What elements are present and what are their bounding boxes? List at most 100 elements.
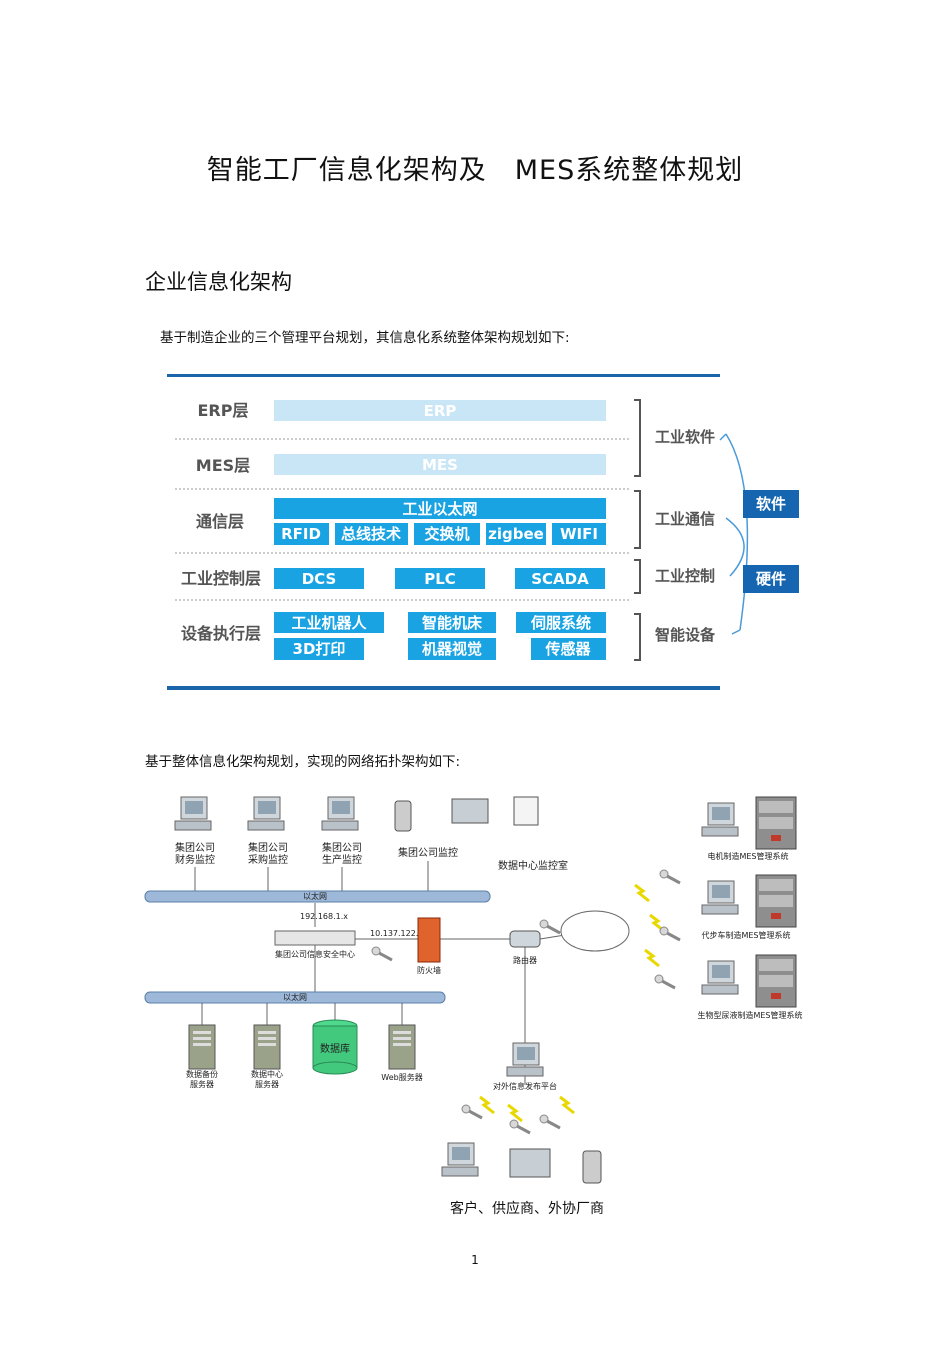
web-server-icon [388,1024,416,1070]
summary-hardware-box [743,565,799,593]
erp-band [274,400,606,421]
pc-finance-monitor [174,796,212,831]
group-label-software: 工业软件 [655,428,715,446]
layer-label-control: 工业控制层 [181,569,261,588]
remote-pc-1 [701,802,739,837]
ethernet-2-label: 以太网 [283,992,307,1002]
zigbee-label: zigbee [488,525,544,543]
pc-procurement-monitor [247,796,285,831]
ethernet-bus-2 [144,991,446,1004]
security-center-device [274,930,356,946]
server-label: Web服务器 [381,1072,422,1082]
remote-server-2 [755,874,797,928]
backup-server-icon [188,1024,216,1070]
sensor-label: 传感器 [544,640,591,658]
client-mobile-icon [582,1150,602,1184]
cnc-label: 智能机床 [422,614,483,632]
summary-connectors [719,433,749,635]
robot-label: 工业机器人 [291,614,367,632]
pc-production-monitor [321,796,359,831]
layer-label-device: 设备执行层 [181,624,261,643]
scada-label: SCADA [531,570,589,588]
bottom-rule [167,686,720,690]
plc-label: PLC [424,570,456,588]
architecture-diagram: ERP层 MES层 通信层 工业控制层 设备执行层 ERP MES 工业以太网 … [167,374,799,690]
mes-box-label: MES [422,456,458,474]
page-number: 1 [471,1253,479,1267]
server-label: 数据中心 [251,1069,283,1079]
remote-pc-3 [701,960,739,995]
ethernet-drops [194,861,429,927]
server-drops [201,1003,403,1025]
client-links [460,1095,576,1135]
vision-label: 机器视觉 [422,640,482,658]
fieldbus-label: 总线技术 [341,525,401,543]
remote-server-1 [755,796,797,850]
3d-print-label: 3D打印 [293,640,346,658]
firewall-icon [417,917,441,963]
publish-platform-label: 对外信息发布平台 [493,1081,557,1091]
document-title: 智能工厂信息化架构及 MES系统整体规划 [206,155,744,186]
data-center-server-icon [253,1024,281,1070]
internet-cloud-icon [560,910,630,952]
laptop-icon [451,798,489,824]
remote-pc-2 [701,880,739,915]
server-label: 服务器 [190,1079,214,1089]
rfid-label: RFID [281,525,321,543]
control-boxes [274,568,605,589]
node-label: 采购监控 [248,853,288,866]
remote-system-label: 生物型尿液制造MES管理系统 [697,1010,802,1020]
intro-paragraph: 基于制造企业的三个管理平台规划，其信息化系统整体架构规划如下: [160,330,570,346]
servo-label: 伺服系统 [530,614,591,632]
node-label: 集团公司 [322,841,362,854]
node-label: 数据中心监控室 [498,859,568,872]
comm-boxes [274,498,606,545]
erp-box-label: ERP [424,402,457,420]
projector-screen-icon [513,796,539,826]
firewall-label: 防火墙 [417,965,441,975]
clients-label: 客户、供应商、外协厂商 [450,1200,604,1217]
key-icon [370,945,394,962]
group-brackets [634,399,641,661]
server-label: 服务器 [255,1079,279,1089]
ip-1-label: 192.168.1.x [300,912,348,921]
summary-hardware-label: 硬件 [756,570,786,588]
switch-label: 交换机 [424,525,469,543]
group-label-device: 智能设备 [655,626,716,644]
layer-label-mes: MES层 [196,456,250,475]
summary-software-label: 软件 [756,495,786,513]
ethernet-1-label: 以太网 [303,891,327,901]
database-label: 数据库 [320,1042,350,1055]
group-label-control: 工业控制 [655,567,715,585]
node-label: 集团公司 [175,841,215,854]
key-icon [538,918,562,935]
network-diagram: 集团公司 财务监控 集团公司 采购监控 集团公司 生产监控 集团公司监控 数据中… [144,796,803,1217]
database-icon-bottom [312,1061,358,1075]
client-laptop-icon [509,1148,551,1178]
publish-platform-pc [506,1042,544,1077]
ip-2-label: 10.137.122.x [370,929,423,938]
wifi-label: WIFI [560,525,598,543]
node-label: 集团公司监控 [398,846,458,859]
layer-label-erp: ERP层 [198,401,249,420]
node-label: 集团公司 [248,841,288,854]
ethernet-bus-1 [144,890,491,903]
client-pc-icon [441,1142,479,1177]
remote-links [633,868,682,990]
remote-server-3 [755,954,797,1008]
server-label: 数据备份 [186,1069,218,1079]
group-label-comm: 工业通信 [655,510,715,528]
database-icon [312,1025,358,1069]
router-icon [509,930,541,948]
top-rule [167,374,720,377]
node-label: 生产监控 [322,853,362,866]
remote-system-label: 电机制造MES管理系统 [707,851,788,861]
device-boxes [274,612,606,660]
industrial-ethernet-label: 工业以太网 [402,500,477,518]
router-label: 路由器 [513,955,537,965]
mobile-icon [394,800,412,832]
section-heading: 企业信息化架构 [145,270,292,294]
remote-system-label: 代步车制造MES管理系统 [701,930,790,940]
layer-label-comm: 通信层 [196,512,244,531]
summary-software-box [743,490,799,518]
